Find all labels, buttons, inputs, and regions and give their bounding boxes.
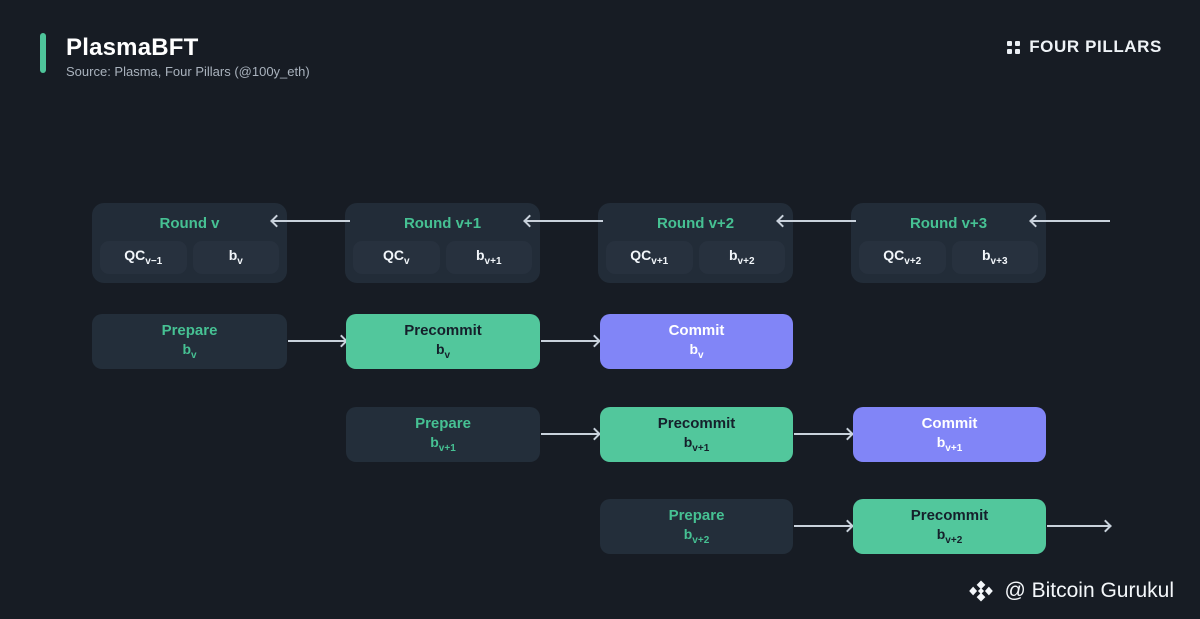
- commit-box-v: Commit bv: [600, 314, 793, 369]
- round-chain-arrow-1: [270, 213, 350, 229]
- stage-label: Commit: [668, 321, 725, 339]
- stage-label: Precommit: [404, 321, 482, 339]
- precommit-box-v1: Precommit bv+1: [600, 407, 793, 462]
- four-dots-icon: [1007, 40, 1021, 54]
- pipeline-arrow-1a: [288, 333, 348, 349]
- pipeline-arrow-3b: [1047, 518, 1112, 534]
- round-box-v3: Round v+3 QCv+2 bv+3: [851, 203, 1046, 283]
- round-block-cell: bv: [192, 241, 279, 274]
- round-box-v1: Round v+1 QCv bv+1: [345, 203, 540, 283]
- stage-block: bv+1: [936, 434, 963, 455]
- prepare-box-v2: Prepare bv+2: [600, 499, 793, 554]
- precommit-box-v2: Precommit bv+2: [853, 499, 1046, 554]
- pipeline-arrow-1b: [541, 333, 601, 349]
- round-chain-arrow-4: [1029, 213, 1110, 229]
- round-qc-cell: QCv+1: [606, 241, 693, 274]
- round-block-cell: bv+2: [698, 241, 785, 274]
- brand-logo: FOUR PILLARS: [1007, 37, 1162, 57]
- stage-label: Prepare: [415, 414, 471, 432]
- round-box-v2: Round v+2 QCv+1 bv+2: [598, 203, 793, 283]
- stage-label: Commit: [921, 414, 978, 432]
- round-title: Round v+3: [909, 215, 988, 232]
- prepare-box-v: Prepare bv: [92, 314, 287, 369]
- round-title: Round v: [159, 215, 220, 232]
- binance-diamond-icon: [969, 580, 994, 602]
- stage-block: bv: [182, 341, 197, 362]
- stage-label: Precommit: [657, 414, 736, 432]
- stage-block: bv: [689, 341, 704, 362]
- precommit-box-v: Precommit bv: [346, 314, 540, 369]
- pipeline-arrow-2b: [794, 426, 854, 442]
- pipeline-arrow-2a: [541, 426, 601, 442]
- pipeline-arrow-3a: [794, 518, 854, 534]
- stage-label: Precommit: [910, 506, 989, 524]
- round-qc-cell: QCv: [353, 241, 440, 274]
- commit-box-v1: Commit bv+1: [853, 407, 1046, 462]
- stage-label: Prepare: [161, 321, 218, 339]
- round-title: Round v+2: [656, 215, 735, 232]
- round-box-v: Round v QCv−1 bv: [92, 203, 287, 283]
- stage-block: bv+2: [683, 526, 710, 547]
- brand-name: FOUR PILLARS: [1029, 37, 1162, 56]
- round-chain-arrow-2: [523, 213, 603, 229]
- stage-label: Prepare: [668, 506, 725, 524]
- round-qc-cell: QCv+2: [859, 241, 946, 274]
- round-qc-cell: QCv−1: [100, 241, 187, 274]
- watermark: @ Bitcoin Gurukul: [967, 577, 1174, 605]
- page-subtitle: Source: Plasma, Four Pillars (@100y_eth): [66, 64, 310, 79]
- round-chain-arrow-3: [776, 213, 856, 229]
- stage-block: bv: [435, 341, 451, 362]
- title-accent-bar: [40, 33, 46, 73]
- stage-block: bv+1: [683, 434, 710, 455]
- stage-block: bv+2: [936, 526, 963, 547]
- round-block-cell: bv+3: [951, 241, 1038, 274]
- round-title: Round v+1: [403, 215, 482, 232]
- round-block-cell: bv+1: [445, 241, 532, 274]
- page-title: PlasmaBFT: [66, 34, 199, 61]
- stage-block: bv+1: [430, 434, 456, 455]
- prepare-box-v1: Prepare bv+1: [346, 407, 540, 462]
- watermark-text: @ Bitcoin Gurukul: [1004, 579, 1174, 602]
